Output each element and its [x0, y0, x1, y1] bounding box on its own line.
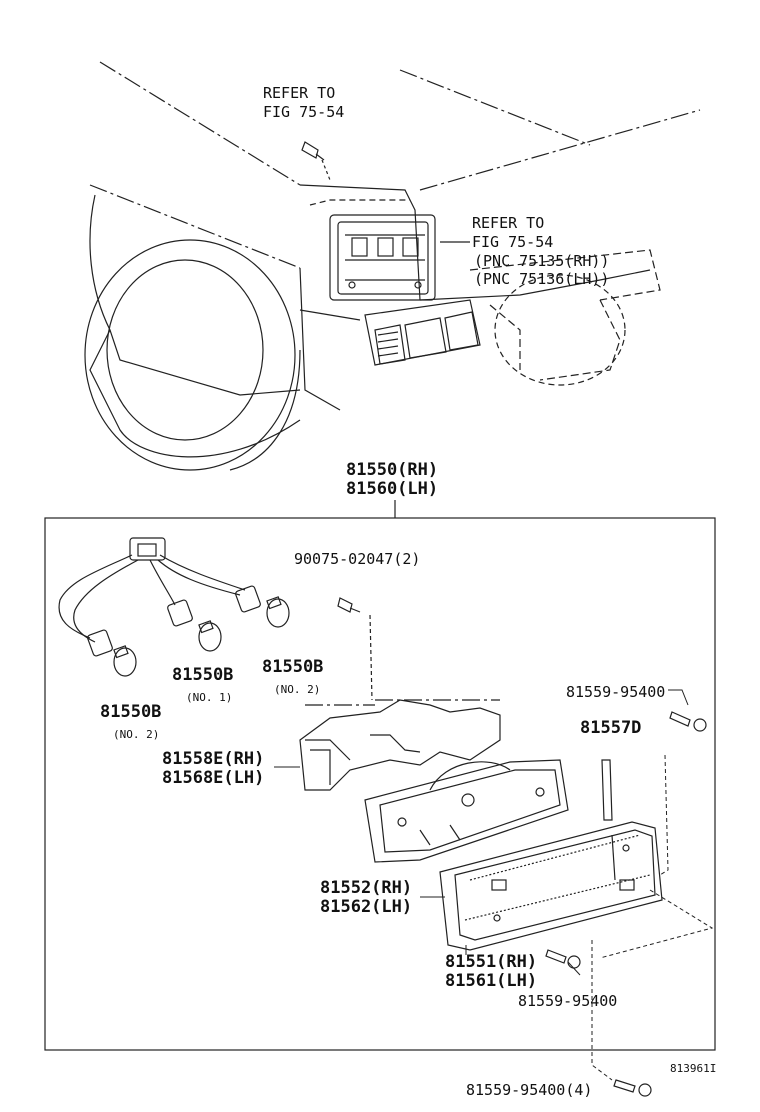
leader-lines	[274, 689, 714, 1081]
lens-lh-label: 81562(LH)	[320, 897, 412, 917]
refer-top-line2: FIG 75-54	[263, 103, 344, 121]
screw-mid-label: 81559-95400	[518, 992, 617, 1010]
bulb-no2-label-right: 81550B	[262, 657, 323, 677]
refer-mid-line1: REFER TO	[472, 214, 544, 232]
housing-illustration	[299, 699, 501, 791]
lens-illustration	[439, 759, 663, 951]
housing-rh-label: 81558E(RH)	[162, 749, 264, 769]
lens-rh-label: 81552(RH)	[320, 878, 412, 898]
bulb-no1-sub: (NO. 1)	[186, 691, 232, 704]
housing-lh-label: 81568E(LH)	[162, 768, 264, 788]
body-rh-label: 81551(RH)	[445, 952, 537, 972]
vehicle-body-illustration	[84, 61, 701, 471]
assembly-frame	[44, 500, 716, 1051]
body-lh-label: 81561(LH)	[445, 971, 537, 991]
bulb-no2-sub-right: (NO. 2)	[274, 683, 320, 696]
refer-mid-line2: FIG 75-54	[472, 233, 553, 251]
labels: REFER TO FIG 75-54 REFER TO FIG 75-54 (P…	[100, 84, 716, 1099]
pnc-lh-label: (PNC 75136(LH))	[474, 270, 609, 288]
assembly-lh-label: 81560(LH)	[346, 479, 438, 499]
figure-code: 813961I	[670, 1062, 716, 1075]
screw-illustrations	[337, 597, 707, 1097]
screw-bottom-label: 81559-95400(4)	[466, 1081, 592, 1099]
pnc-rh-label: (PNC 75135(RH))	[474, 252, 609, 270]
screw-right-label: 81559-95400	[566, 683, 665, 701]
bulb-no1-label: 81550B	[172, 665, 233, 685]
refer-top-line1: REFER TO	[263, 84, 335, 102]
assembly-rh-label: 81550(RH)	[346, 460, 438, 480]
screw-top-label: 90075-02047(2)	[294, 550, 420, 568]
bulb-no2-sub-left: (NO. 2)	[113, 728, 159, 741]
gasket-label: 81557D	[580, 718, 641, 738]
wiring-harness-illustration	[58, 537, 290, 677]
bulb-no2-label-left: 81550B	[100, 702, 161, 722]
lamp-body-illustration	[364, 759, 569, 863]
